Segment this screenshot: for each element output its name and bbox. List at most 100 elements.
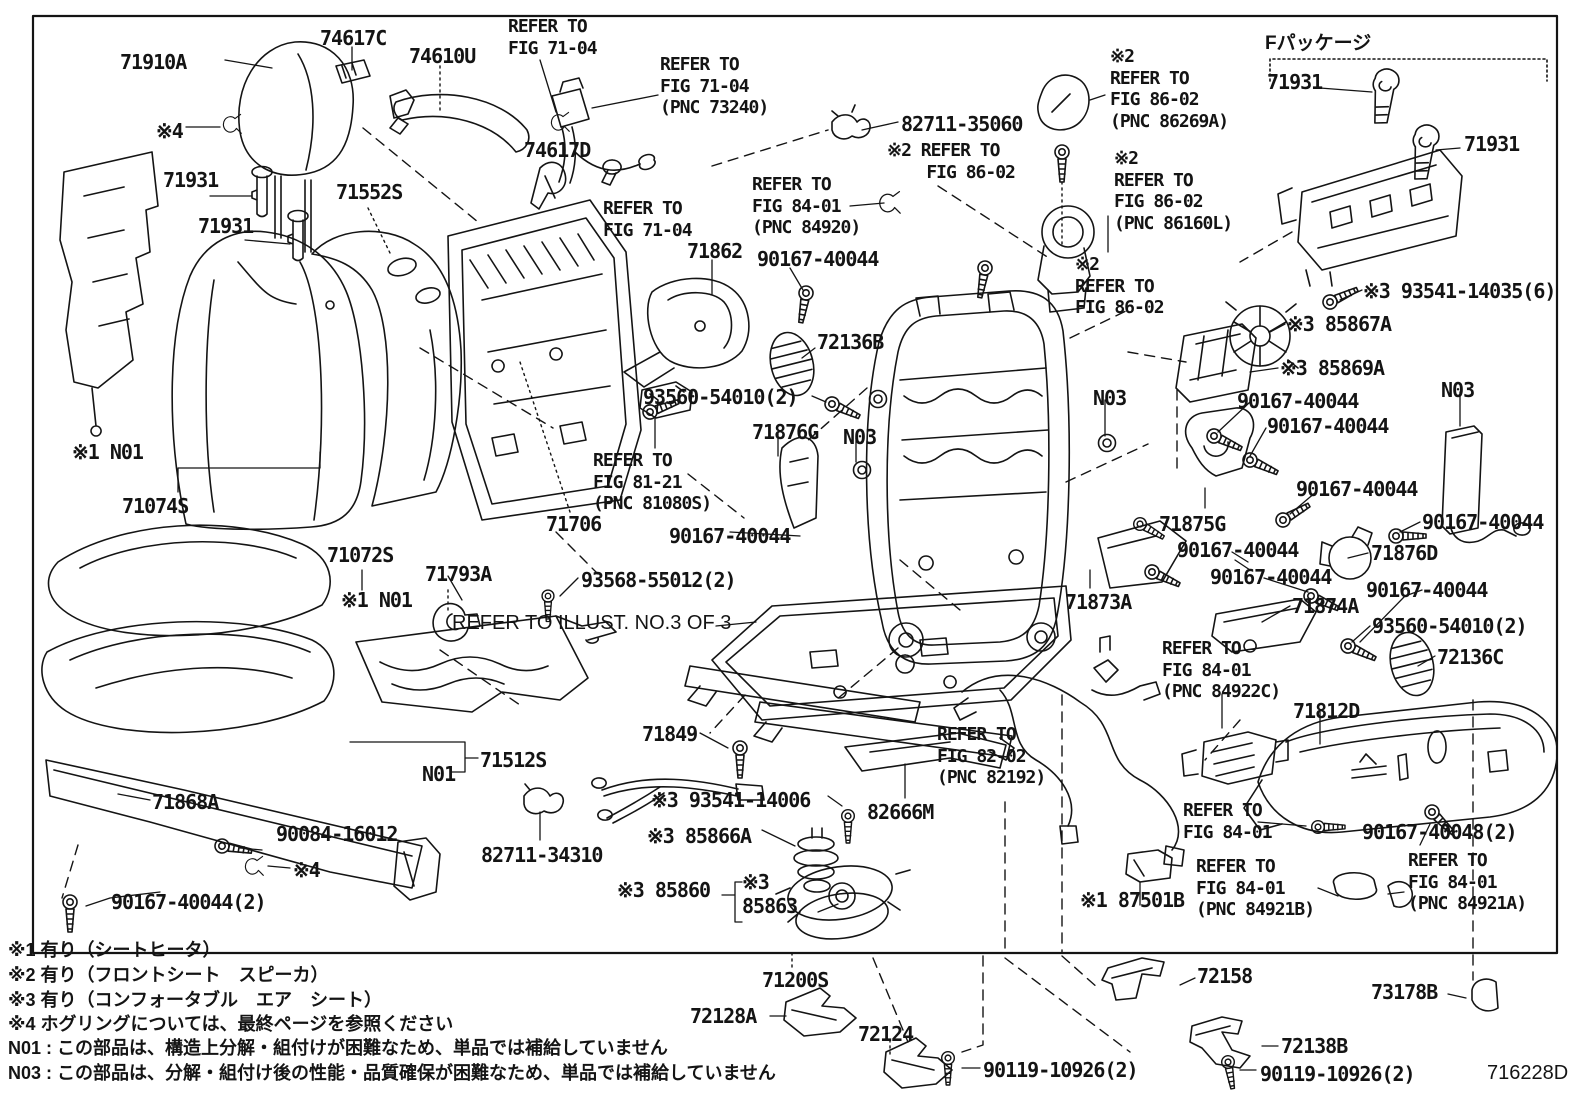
part-label: 90167-40044 xyxy=(1177,538,1299,562)
part-label: 72136B xyxy=(817,330,884,354)
part-label: 90119-10926(2) xyxy=(983,1058,1139,1082)
part-label: ※3 85867A xyxy=(1287,312,1392,336)
part-label: 93560-54010(2) xyxy=(1372,614,1528,638)
cushion-heater-mat xyxy=(355,615,617,713)
part-label: ※3 85866A xyxy=(647,824,752,848)
part-label: 71200S xyxy=(762,968,829,992)
fpackage-back-board xyxy=(1277,149,1463,287)
part-label: 716228D xyxy=(1487,1062,1569,1084)
part-label: REFER TO FIG 84-01 (PNC 84921B) xyxy=(1196,856,1315,921)
bracket-72158 xyxy=(1101,957,1165,1001)
part-label: 90167-40044 xyxy=(1366,578,1488,602)
part-label: REFER TO FIG 82-02 (PNC 82192) xyxy=(937,724,1046,789)
part-label: 72158 xyxy=(1197,964,1253,988)
part-label: REFER TO FIG 71-04 xyxy=(508,16,598,59)
part-label: 71868A xyxy=(152,790,219,814)
part-label: 71873A xyxy=(1065,590,1132,614)
part-label: 90119-10926(2) xyxy=(1260,1062,1416,1086)
speaker-86269A xyxy=(1037,74,1090,131)
part-label: 71512S xyxy=(480,748,547,772)
part-label: 72136C xyxy=(1437,645,1504,669)
front-shield-71868A xyxy=(45,759,441,901)
part-label: ※1 N01 xyxy=(72,440,144,464)
part-label: REFER TO FIG 71-04 (PNC 73240) xyxy=(660,54,769,119)
part-label: 71910A xyxy=(120,50,187,74)
seatback-frame-pad-71552S xyxy=(311,230,463,507)
part-label: ※2 REFER TO FIG 86-02 (PNC 86160L) xyxy=(1114,148,1233,234)
legend-line: N01 : この部品は、構造上分解・組付けが困難なため、単品では補給していません xyxy=(8,1038,668,1058)
part-label: 90167-40044(2) xyxy=(111,890,267,914)
part-label: N03 xyxy=(1441,378,1475,402)
seatback-board-71706 xyxy=(447,199,642,521)
part-label: 90167-40044 xyxy=(1267,414,1389,438)
part-label: ※3 85869A xyxy=(1280,356,1385,380)
part-label: ※3 93541-14035(6) xyxy=(1363,279,1556,303)
headrest-71910A xyxy=(238,41,354,253)
part-label: 90167-40044 xyxy=(1237,389,1359,413)
shield-71862 xyxy=(623,277,750,388)
bar-71874A xyxy=(1211,598,1317,653)
part-label: 90167-40044 xyxy=(757,247,879,271)
clip-82711-35060 xyxy=(831,104,871,140)
bracket-85869A xyxy=(1175,323,1257,403)
part-label: 71931 xyxy=(163,168,219,192)
construction-dashes xyxy=(61,127,1474,1053)
valve-85866A xyxy=(793,827,839,893)
part-label: 72124 xyxy=(858,1022,914,1046)
legend-line: ※1 有り（シートヒータ） xyxy=(8,940,221,960)
part-label: ※2 REFER TO FIG 86-02 (PNC 86269A) xyxy=(1110,46,1229,132)
part-label: 72128A xyxy=(690,1004,757,1028)
part-label: 71931 xyxy=(198,214,254,238)
bezel-74617D xyxy=(530,161,567,210)
part-label: 90084-16012 xyxy=(276,822,398,846)
cap-71876D xyxy=(1319,526,1373,580)
part-label: REFER TO ILLUST. NO.3 OF 3 xyxy=(452,612,732,634)
part-label: N03 xyxy=(1093,386,1127,410)
part-label: 71793A xyxy=(425,562,492,586)
n01-harness xyxy=(591,777,765,824)
part-label: 90167-40044 xyxy=(1210,565,1332,589)
part-label: 90167-40044 xyxy=(1296,477,1418,501)
part-label: 71552S xyxy=(336,180,403,204)
sleeve-84921B xyxy=(1332,871,1378,901)
bracket-72138B xyxy=(1189,1016,1251,1069)
part-label: 74610U xyxy=(409,44,476,68)
legend-line: ※3 有り（コンフォータブル エア シート） xyxy=(8,990,382,1010)
part-label: N01 xyxy=(422,762,456,786)
part-label: 71812D xyxy=(1293,699,1360,723)
part-label: ※1 87501B xyxy=(1080,888,1185,912)
clip-82711-34310 xyxy=(523,783,565,815)
part-label: REFER TO FIG 71-04 xyxy=(603,198,693,241)
part-label: 74617D xyxy=(524,138,591,162)
buckle-assy xyxy=(551,77,656,186)
part-label: ※2 REFER TO FIG 86-02 xyxy=(1075,254,1165,319)
part-label: 72138B xyxy=(1281,1034,1348,1058)
part-label: N03 xyxy=(843,425,877,449)
part-label: 74617C xyxy=(320,26,387,50)
part-label: REFER TO FIG 84-01 (PNC 84921A) xyxy=(1408,850,1527,915)
hook-71876G xyxy=(779,436,819,529)
cushion-pad-71072S xyxy=(41,524,335,734)
part-label: 71074S xyxy=(122,494,189,518)
part-label: 71876D xyxy=(1371,541,1438,565)
diagram-border xyxy=(31,14,1559,955)
belt-guide-74610U xyxy=(389,89,530,153)
part-label: 71876G xyxy=(752,420,819,444)
part-label: 71849 xyxy=(642,722,698,746)
wire-harness xyxy=(953,635,1185,883)
part-label: 71931 xyxy=(1464,132,1520,156)
sensor-87501B xyxy=(1125,849,1173,883)
part-label: REFER TO FIG 81-21 (PNC 81080S) xyxy=(593,450,712,515)
part-label: ※1 N01 xyxy=(341,588,413,612)
part-label: 71706 xyxy=(546,512,602,536)
part-label: ※3 85860 xyxy=(617,878,711,902)
part-label: 71072S xyxy=(327,543,394,567)
legend-line: N03 : この部品は、分解・組付け後の性能・品質確保が困難なため、単品では補給… xyxy=(8,1063,776,1083)
part-label: 82666M xyxy=(867,800,934,824)
part-label: 73178B xyxy=(1371,980,1438,1004)
part-label: ※4 xyxy=(293,858,321,882)
grommet-73178B xyxy=(1471,978,1499,1012)
seatback-heater-panel xyxy=(59,151,159,437)
part-label: ※3 93541-14006 xyxy=(651,788,811,812)
